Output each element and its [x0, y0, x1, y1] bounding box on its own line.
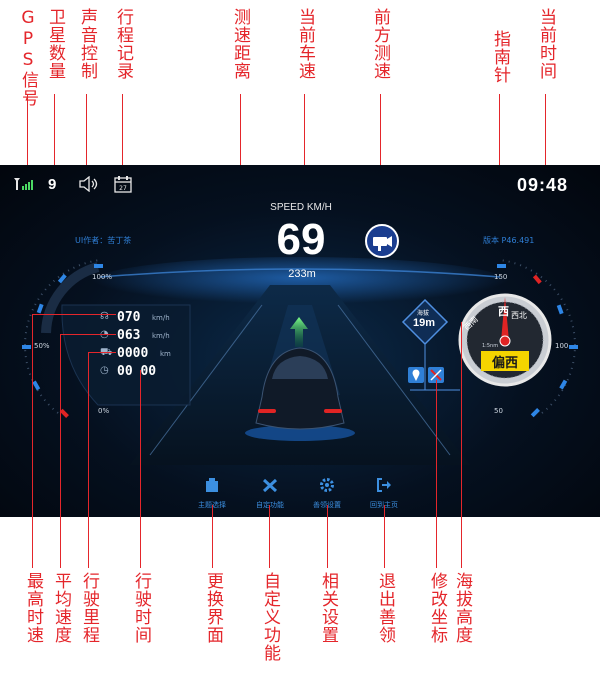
avg-speed-unit: km/h — [152, 332, 170, 340]
callout-satellites: 卫星数量 — [45, 8, 65, 80]
exit-icon — [377, 478, 391, 492]
satellite-count: 9 — [48, 176, 57, 193]
dashboard-panel: 9 27 09:48 UI作者：苦丁茶 版本 P46.491 SPEED KM/… — [0, 165, 600, 517]
callout-line — [304, 94, 305, 226]
callout-settings: 相关设置 — [318, 572, 338, 644]
right-gauge-bottom: 50 — [494, 407, 503, 415]
callout-line — [32, 314, 33, 568]
speed-camera-icon — [364, 223, 400, 263]
callout-line — [122, 94, 123, 178]
max-speed-value: 070 — [117, 310, 141, 325]
compass-needle-icon — [501, 297, 509, 341]
custom-function-button[interactable]: 自定功能 — [245, 477, 295, 510]
right-gauge-middle: 100 — [555, 342, 569, 350]
mileage-unit: km — [160, 350, 171, 358]
callout-max-speed: 最高时速 — [23, 572, 43, 644]
tools-icon — [262, 478, 278, 493]
mileage-value: 0000 — [117, 346, 149, 361]
altitude-sign — [401, 298, 449, 390]
compass-dial — [458, 293, 552, 387]
compass-ne: 西北 — [511, 311, 527, 320]
location-pin-icon[interactable] — [408, 367, 424, 383]
callout-line — [60, 334, 61, 568]
dashboard-graphics — [22, 257, 578, 465]
right-gauge — [497, 259, 578, 418]
current-speed: 69 — [276, 215, 326, 264]
drive-time-value: 00 00 — [117, 364, 157, 379]
camera-distance: 233m — [288, 268, 316, 280]
version-label: 版本 P46.491 — [483, 236, 535, 245]
callout-line — [212, 505, 213, 568]
callout-exit: 退出善领 — [375, 572, 395, 644]
callout-line — [86, 94, 87, 178]
speed-label: SPEED KM/H — [270, 202, 332, 213]
callout-front-camera: 前方测速 — [370, 8, 390, 80]
compass-north: 西 — [498, 305, 509, 318]
callout-current-speed: 当前车速 — [295, 8, 315, 80]
callout-gps: GPS信号 — [18, 8, 38, 107]
callout-trip: 行程记录 — [113, 8, 133, 80]
callout-line — [436, 380, 437, 568]
callout-avg-speed: 平均速度 — [51, 572, 71, 644]
gps-signal-icon — [13, 176, 35, 195]
callout-compass: 指南针 — [490, 30, 510, 84]
sound-icon[interactable] — [78, 175, 100, 196]
trip-calendar-icon[interactable]: 27 — [114, 175, 132, 197]
compass-scale: 1:5nm — [482, 343, 499, 349]
clock: 09:48 — [517, 175, 569, 195]
callout-line — [140, 370, 141, 568]
callout-line — [384, 505, 385, 568]
altitude-label: 海拔 — [417, 310, 430, 317]
stats-panel — [61, 304, 191, 406]
callout-line — [54, 94, 55, 178]
callout-altitude: 海拔高度 — [452, 572, 472, 644]
left-gauge — [22, 259, 103, 418]
callout-distance: 测速距离 — [230, 8, 250, 80]
mileage-icon: ⛟ — [100, 347, 113, 360]
compass-heading: 偏西 — [491, 356, 518, 371]
avg-speed-value: 063 — [117, 328, 141, 343]
callout-line — [545, 94, 546, 178]
left-gauge-middle: 50% — [34, 342, 50, 350]
right-gauge-top: 150 — [494, 273, 508, 281]
callout-line — [88, 352, 116, 353]
callout-change-ui: 更换界面 — [203, 572, 223, 644]
left-gauge-top: 100% — [92, 273, 113, 281]
callout-line — [60, 334, 116, 335]
callout-line — [327, 505, 328, 568]
car-icon — [245, 347, 355, 441]
ui-author: UI作者：苦丁茶 — [75, 236, 132, 245]
nav-arrow-icon — [290, 317, 308, 347]
left-gauge-bottom: 0% — [98, 407, 110, 415]
callout-sound: 声音控制 — [77, 8, 97, 80]
callout-drive-time: 行驶时间 — [131, 572, 151, 644]
gear-icon — [320, 478, 334, 492]
callout-time: 当前时间 — [536, 8, 556, 80]
max-speed-icon: ☊ — [100, 311, 109, 322]
svg-text:27: 27 — [119, 185, 127, 192]
callout-line — [461, 322, 462, 568]
callout-line — [269, 505, 270, 568]
callout-line — [88, 352, 89, 568]
callout-mileage: 行驶里程 — [79, 572, 99, 644]
altitude-value: 19m — [413, 317, 436, 329]
drive-time-icon: ◷ — [100, 365, 109, 376]
callout-line — [32, 314, 116, 315]
theme-icon — [206, 478, 218, 492]
max-speed-unit: km/h — [152, 314, 170, 322]
custom-function-label: 自定功能 — [256, 501, 284, 509]
callout-edit-coord: 修改坐标 — [427, 572, 447, 644]
callout-custom: 自定义功能 — [260, 572, 280, 662]
callout-line — [27, 94, 28, 182]
callout-line — [380, 94, 381, 226]
edit-coordinate-icon[interactable] — [428, 367, 444, 383]
